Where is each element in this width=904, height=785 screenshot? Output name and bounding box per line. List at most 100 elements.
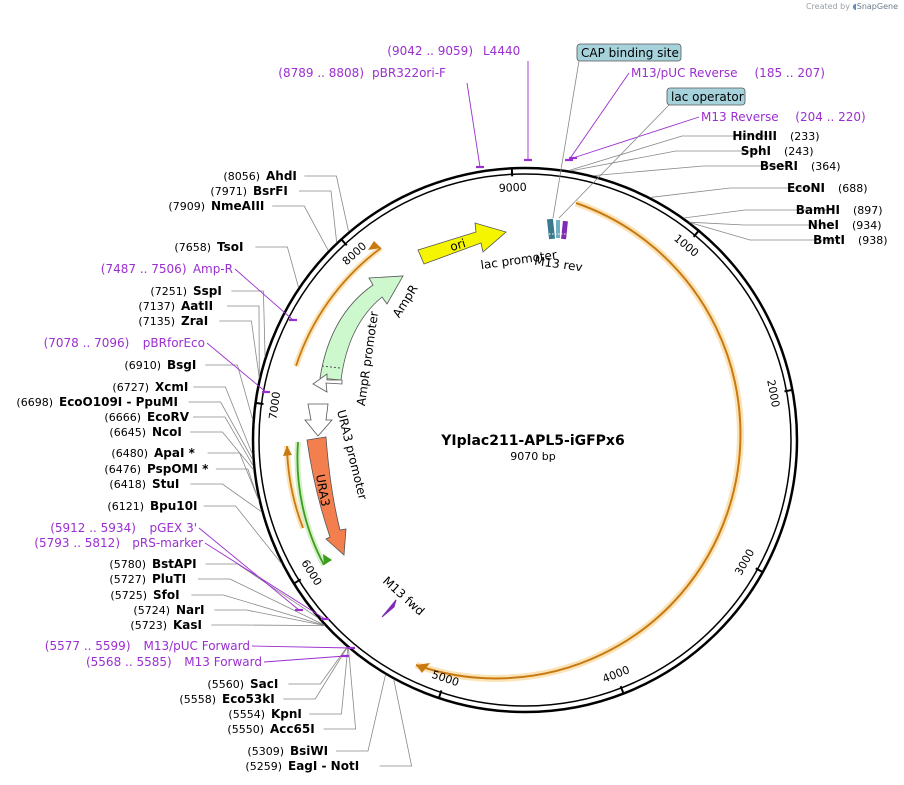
primer-range: (5568 .. 5585) xyxy=(86,655,172,669)
restriction-site-position: (364) xyxy=(811,160,841,173)
restriction-site-name: XcmI xyxy=(155,380,188,394)
insert-arc xyxy=(415,202,742,680)
restriction-site-position: (7658) xyxy=(174,241,211,254)
insert-arrowhead xyxy=(416,663,430,673)
site-leader xyxy=(214,609,325,626)
site-leader xyxy=(690,222,839,241)
tick-mark xyxy=(339,237,348,246)
ura3-feature xyxy=(306,436,347,556)
tick-mark xyxy=(437,690,443,700)
primer-range: (204 .. 220) xyxy=(795,110,865,124)
primer-range: (5793 .. 5812) xyxy=(34,536,120,550)
primer-range: (185 .. 207) xyxy=(755,66,825,80)
restriction-site-position: (7251) xyxy=(150,285,187,298)
site-leader xyxy=(272,205,329,251)
tick-label: 2000 xyxy=(764,379,782,409)
restriction-site-name: BmtI xyxy=(813,233,845,247)
restriction-site-name: SfoI xyxy=(153,588,180,602)
primer-label: pBRforEco xyxy=(143,336,205,350)
restriction-site-position: (6666) xyxy=(104,411,141,424)
restriction-site-name: BsiWI xyxy=(290,744,328,758)
restriction-site-position: (6910) xyxy=(124,359,161,372)
site-leader xyxy=(683,209,834,219)
primer-leader xyxy=(198,527,300,611)
primer-label: M13/pUC Forward xyxy=(143,639,250,653)
restriction-site-name: NarI xyxy=(176,603,205,617)
restriction-site-name: Acc65I xyxy=(270,722,315,736)
site-leader xyxy=(304,175,350,232)
primer-leader xyxy=(572,116,700,159)
primer-label: M13/pUC Reverse xyxy=(631,66,738,80)
primer-range: (5577 .. 5599) xyxy=(45,639,131,653)
site-leader xyxy=(689,221,833,226)
site-leader xyxy=(193,386,253,455)
lac-operator-mark xyxy=(556,220,560,238)
backbone-inner xyxy=(258,173,792,707)
ura3-promoter-feature xyxy=(304,403,333,437)
site-leader xyxy=(299,190,338,243)
restriction-site-name: PluTI xyxy=(152,572,186,586)
restriction-site-name: EcoRV xyxy=(147,410,190,424)
site-leader xyxy=(593,165,792,177)
tick-label: 9000 xyxy=(498,181,527,195)
snapgene-credit: Created by ◖SnapGene xyxy=(806,2,898,11)
restriction-site-position: (8056) xyxy=(223,170,260,183)
credit-text: Created by xyxy=(805,2,850,11)
restriction-site-position: (6480) xyxy=(111,447,148,460)
tick-mark xyxy=(619,685,625,695)
feature-box-label: lac operator xyxy=(671,90,744,104)
restriction-site-name: KpnI xyxy=(271,707,302,721)
restriction-site-position: (243) xyxy=(784,145,814,158)
ori-label: ori xyxy=(448,236,467,254)
restriction-site-name: Eco53kI xyxy=(222,692,275,706)
restriction-site-name: TsoI xyxy=(217,240,243,254)
restriction-site-name: HindIII xyxy=(732,129,777,143)
restriction-site-name: BseRI xyxy=(760,159,798,173)
restriction-site-name: KasI xyxy=(173,618,202,632)
restriction-site-position: (7909) xyxy=(168,200,205,213)
restriction-site-position: (5724) xyxy=(133,604,170,617)
site-leader xyxy=(211,624,325,627)
restriction-site-position: (233) xyxy=(790,130,820,143)
snapgene-logo-icon: ◖ xyxy=(852,2,857,11)
restriction-site-name: ApaI * xyxy=(154,446,196,460)
restriction-site-name: BstAPI xyxy=(152,557,197,571)
restriction-site-position: (5558) xyxy=(179,693,216,706)
restriction-site-name: AatII xyxy=(181,299,213,313)
green-arc xyxy=(296,441,325,566)
restriction-site-name: StuI xyxy=(152,477,179,491)
primer-leader xyxy=(206,342,267,393)
site-leader xyxy=(191,594,325,626)
ampr-feature xyxy=(319,275,404,381)
primer-label: L4440 xyxy=(483,44,520,58)
site-leader xyxy=(215,468,260,502)
site-leader xyxy=(190,483,262,513)
restriction-site-position: (5723) xyxy=(130,619,167,632)
primer-label: pGEX 3' xyxy=(150,521,197,535)
restriction-site-position: (5560) xyxy=(207,678,244,691)
restriction-site-name: NmeAIII xyxy=(211,199,264,213)
tick-mark xyxy=(755,567,765,574)
feature-leader xyxy=(558,104,670,219)
restriction-site-position: (688) xyxy=(838,182,868,195)
primer-leader xyxy=(568,72,630,161)
restriction-site-name: BsrFI xyxy=(253,184,288,198)
marker-arrowhead xyxy=(283,446,292,456)
restriction-site-position: (6698) xyxy=(16,396,53,409)
site-leader xyxy=(198,578,325,626)
site-leader xyxy=(379,679,413,767)
restriction-site-name: NcoI xyxy=(152,425,182,439)
site-leader xyxy=(203,505,283,565)
backbone-outer xyxy=(251,166,799,714)
ori-region-arc xyxy=(295,247,382,367)
primer-range: (8789 .. 8808) xyxy=(278,66,364,80)
restriction-site-name: SacI xyxy=(250,677,278,691)
site-leader xyxy=(283,647,348,700)
restriction-site-position: (897) xyxy=(853,204,883,217)
feature-box xyxy=(576,43,682,62)
restriction-site-position: (934) xyxy=(852,219,882,232)
restriction-site-position: (6645) xyxy=(109,426,146,439)
restriction-site-name: AhdI xyxy=(266,169,297,183)
restriction-site-position: (938) xyxy=(858,234,888,247)
